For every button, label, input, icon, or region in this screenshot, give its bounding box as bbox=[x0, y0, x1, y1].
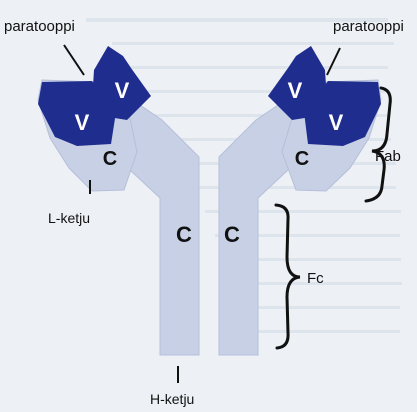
paratope-left-label: paratooppi bbox=[4, 18, 75, 35]
domain-v-right-heavy: V bbox=[288, 78, 303, 103]
domain-v-right-light: V bbox=[329, 110, 344, 135]
domain-v-left-heavy: V bbox=[115, 78, 130, 103]
domain-c-left-heavy: C bbox=[176, 222, 192, 247]
domain-c-left-light: C bbox=[103, 148, 117, 170]
domain-c-right-heavy: C bbox=[224, 222, 240, 247]
domain-v-left-light: V bbox=[75, 110, 90, 135]
fc-label: Fc bbox=[307, 270, 324, 287]
domain-c-right-light: C bbox=[295, 148, 309, 170]
heavy-chain-label: H-ketju bbox=[150, 391, 194, 407]
fab-label: Fab bbox=[375, 148, 401, 165]
paratope-right-label: paratooppi bbox=[333, 18, 404, 35]
light-chain-label: L-ketju bbox=[48, 210, 90, 226]
